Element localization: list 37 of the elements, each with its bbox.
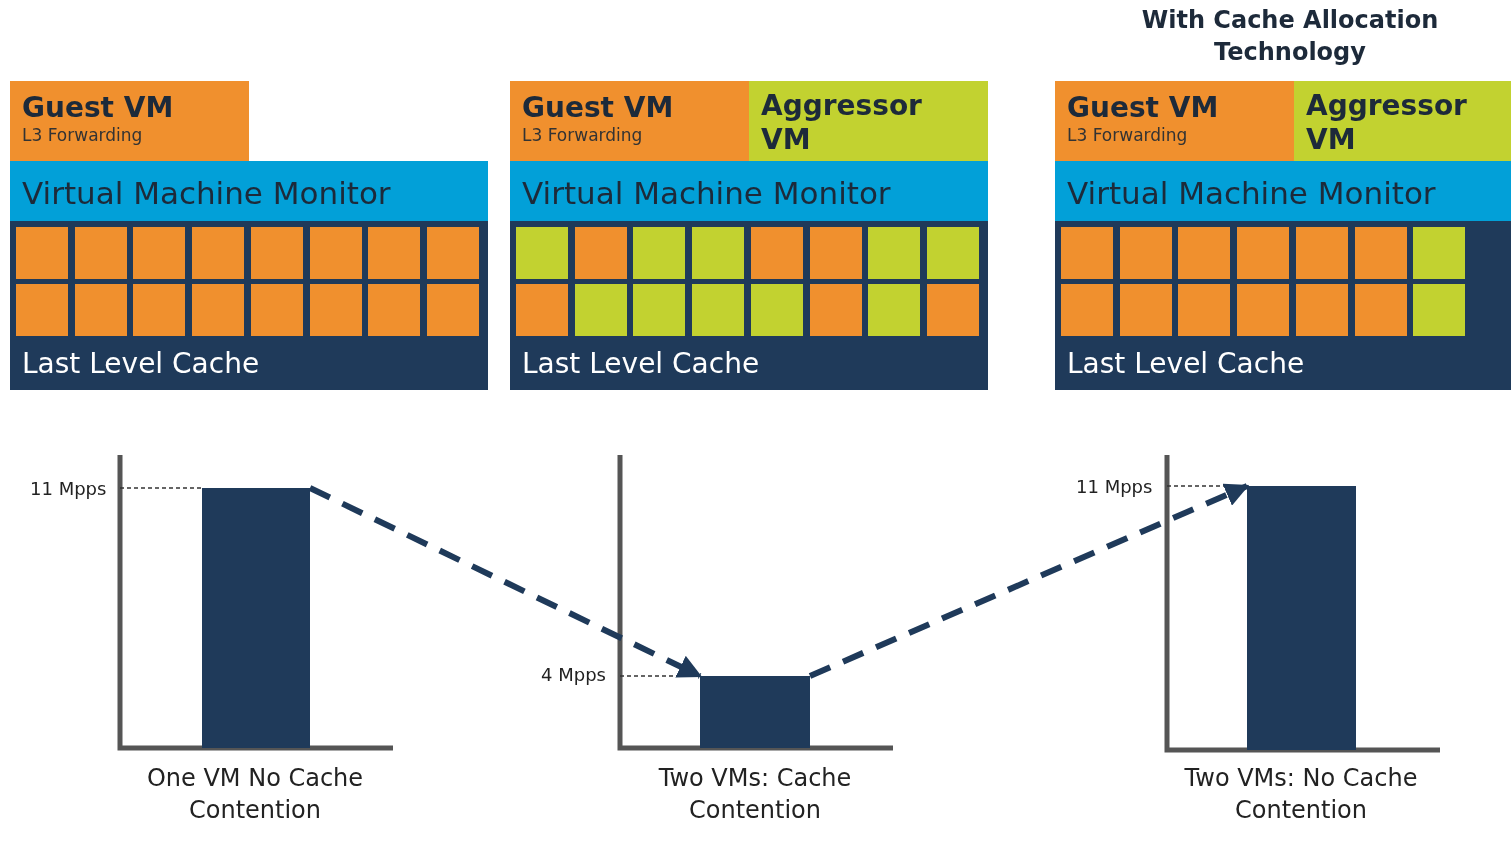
bar	[1247, 486, 1356, 750]
box-heading: Aggressor VM	[1306, 89, 1468, 157]
axis-tick-label: 11 Mpps	[1076, 476, 1153, 497]
bar	[202, 488, 310, 748]
aggressor-vm-box	[1294, 81, 1511, 161]
dashed-arrow	[808, 483, 1250, 679]
aggressor-vm-box	[749, 81, 988, 161]
box-heading: Guest VM	[22, 91, 175, 125]
box-heading: Virtual Machine Monitor	[1067, 175, 1437, 211]
box-subtitle: L3 Forwarding	[522, 125, 644, 145]
box-heading: Virtual Machine Monitor	[522, 175, 892, 211]
box-subtitle: L3 Forwarding	[1067, 125, 1189, 145]
band-label: Last Level Cache	[1067, 347, 1305, 380]
chart-caption: One VM No Cache Contention	[145, 763, 365, 826]
dashed-arrow	[308, 485, 703, 679]
box-heading: Guest VM	[522, 91, 675, 125]
panel-heading: With Cache Allocation Technology	[1140, 5, 1440, 68]
chart-caption: Two VMs: Cache Contention	[657, 763, 853, 826]
guest-vm-box	[1055, 81, 1294, 161]
axis-tick-label: 4 Mpps	[541, 664, 606, 685]
guest-vm-box	[510, 81, 749, 161]
band-label: Last Level Cache	[522, 347, 760, 380]
hypervisor-band	[10, 161, 488, 221]
box-heading: Guest VM	[1067, 91, 1220, 125]
hypervisor-band	[510, 161, 988, 221]
box-subtitle: L3 Forwarding	[22, 125, 144, 145]
cache-band	[510, 221, 988, 390]
box-heading: Aggressor VM	[761, 89, 923, 157]
chart-caption: Two VMs: No Cache Contention	[1183, 763, 1419, 826]
cache-band	[10, 221, 488, 390]
hypervisor-band	[1055, 161, 1511, 221]
band-label: Last Level Cache	[22, 347, 260, 380]
cache-band	[1055, 221, 1511, 390]
box-heading: Virtual Machine Monitor	[22, 175, 392, 211]
bar	[700, 676, 810, 748]
axis-tick-label: 11 Mpps	[30, 478, 107, 499]
guest-vm-box	[10, 81, 249, 161]
